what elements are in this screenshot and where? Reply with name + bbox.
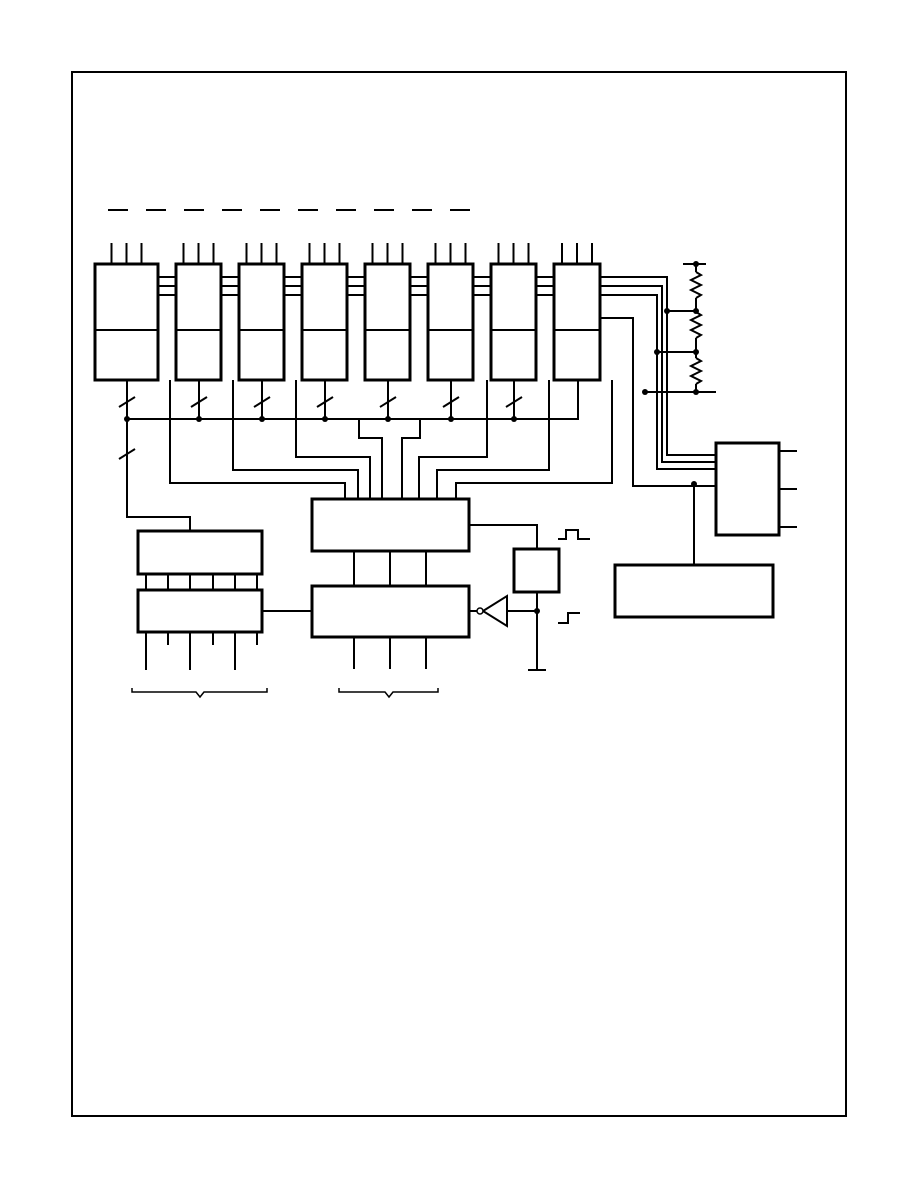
bus-width-slash [316, 396, 334, 408]
latch-array [93, 262, 602, 382]
latch-box [300, 262, 349, 382]
resistor-2 [688, 311, 704, 339]
latch-to-mux-wires [169, 380, 613, 499]
latch-7 [489, 262, 538, 382]
multiplexer-block [310, 497, 471, 553]
latch-box [174, 262, 223, 382]
latch-8 [552, 262, 602, 382]
latch-input-lines [110, 243, 593, 264]
upper-register-block [136, 529, 264, 576]
resistor-1 [688, 271, 704, 299]
latch-2 [174, 262, 223, 382]
resistor-ladder [642, 261, 716, 395]
junction-dot [511, 416, 517, 422]
latch-box [363, 262, 412, 382]
inverter-bubble [476, 607, 484, 615]
latch-box [552, 262, 602, 382]
bus-width-slash [442, 396, 460, 408]
bus-width-slash [118, 396, 136, 408]
decoder-block [714, 441, 781, 537]
latch-1 [93, 262, 160, 382]
center-output-brace [338, 688, 439, 699]
step-waveform-icon [558, 612, 580, 624]
lower-register-block [136, 588, 264, 634]
resistor-3 [688, 357, 704, 385]
page-frame [71, 71, 847, 1117]
bus-width-slash [379, 396, 397, 408]
junction-dot [385, 416, 391, 422]
latch-box [426, 262, 475, 382]
latch-box [237, 262, 286, 382]
junction-dot [322, 416, 328, 422]
latch-3 [237, 262, 286, 382]
oscillator-block [512, 547, 561, 594]
inverter-gate [481, 594, 508, 628]
bus-width-slash [190, 396, 208, 408]
junction-dot [259, 416, 265, 422]
common-bus [118, 380, 579, 531]
latch-5 [363, 262, 412, 382]
bus-width-slash [505, 396, 523, 408]
junction-dot [124, 416, 130, 422]
junction-dot [196, 416, 202, 422]
bus-width-slash [253, 396, 271, 408]
latch-box [93, 262, 160, 382]
latch-6 [426, 262, 475, 382]
bus-width-slash [118, 448, 136, 460]
counter-block [310, 584, 471, 639]
left-output-brace [131, 688, 268, 699]
pulse-waveform-icon [558, 529, 590, 540]
latch-interconnect-buses [158, 276, 554, 296]
display-block [613, 563, 775, 619]
latch-box [489, 262, 538, 382]
output-bus-lines [600, 276, 716, 487]
latch-4 [300, 262, 349, 382]
junction-dot [448, 416, 454, 422]
